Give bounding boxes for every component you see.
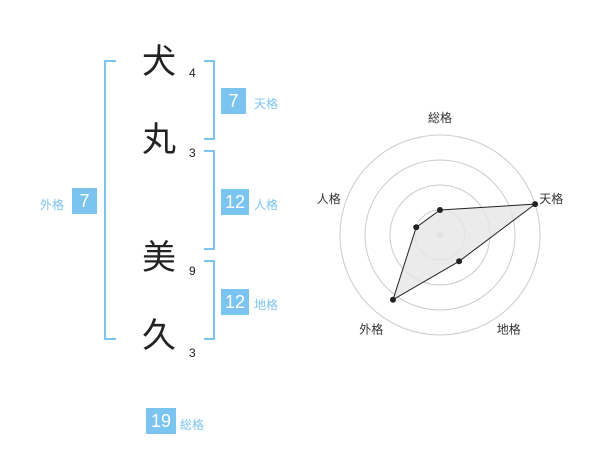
radar-data-polygon (392, 203, 537, 301)
radar-axis-label: 天格 (539, 191, 563, 206)
name-char-1: 犬 (142, 42, 176, 82)
radar-data-point (413, 224, 420, 231)
gaikaku-label: 外格 (40, 198, 65, 212)
tenkaku-label: 天格 (254, 97, 279, 111)
chikaku-badge: 12 (221, 289, 249, 315)
radar-axis-label: 地格 (497, 322, 521, 337)
radar-grid-ring (364, 159, 516, 311)
soukaku-label: 総格 (180, 418, 205, 432)
radar-axis-label: 総格 (428, 110, 452, 125)
jinkaku-bracket (204, 150, 215, 250)
radar-data-point (389, 296, 396, 303)
chikaku-label: 地格 (254, 298, 279, 312)
radar-axis-label: 人格 (317, 191, 341, 206)
name-char-3: 美 (142, 238, 176, 278)
gaikaku-badge: 7 (72, 188, 97, 214)
jinkaku-label: 人格 (254, 198, 279, 212)
soukaku-badge: 19 (146, 408, 176, 434)
stroke-count-1: 4 (189, 66, 196, 80)
radar-data-point (437, 207, 443, 213)
name-char-4: 久 (142, 316, 176, 356)
stroke-count-2: 3 (189, 146, 196, 160)
stroke-count-4: 3 (189, 346, 196, 360)
radar-grid-ring (339, 134, 541, 336)
jinkaku-badge: 12 (221, 189, 249, 215)
tenkaku-bracket (204, 60, 215, 140)
gaikaku-bracket (104, 60, 116, 340)
tenkaku-badge: 7 (221, 88, 246, 114)
chikaku-bracket (204, 260, 215, 340)
radar-data-point (532, 201, 539, 208)
stroke-count-3: 9 (189, 264, 196, 278)
radar-data-point (456, 258, 463, 265)
radar-axis-label: 外格 (359, 322, 383, 337)
name-char-2: 丸 (142, 120, 176, 160)
